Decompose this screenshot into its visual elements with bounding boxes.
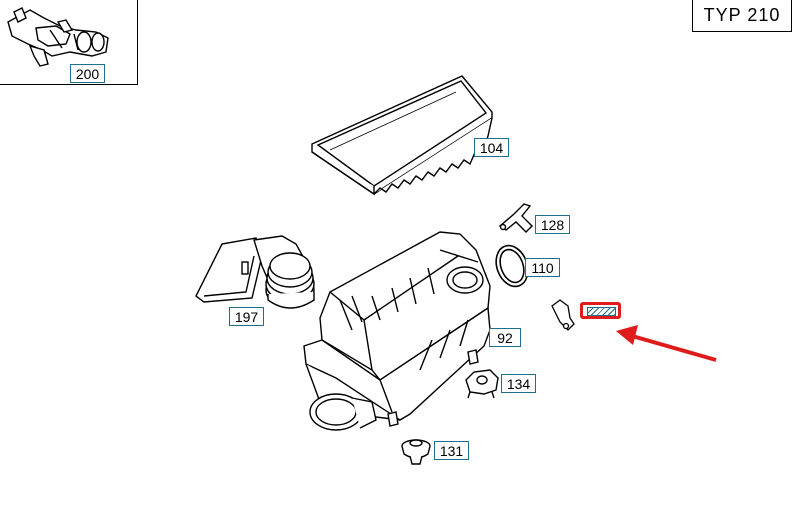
red-arrow [616, 325, 717, 362]
inset-frame [0, 0, 138, 85]
air-filter-element-drawing [311, 75, 493, 196]
clip-drawing [551, 299, 575, 331]
callout-128[interactable]: 128 [535, 215, 570, 234]
air-filter-housing-drawing [303, 231, 491, 431]
callout-110[interactable]: 110 [525, 258, 560, 277]
callout-92[interactable]: 92 [489, 328, 521, 347]
rubber-buffer-drawing [401, 439, 431, 465]
intake-duct-drawing [195, 235, 315, 309]
callout-197[interactable]: 197 [229, 307, 264, 326]
callout-104[interactable]: 104 [474, 138, 509, 157]
callout-200[interactable]: 200 [70, 64, 105, 83]
callout-131[interactable]: 131 [434, 441, 469, 460]
hatched-label [587, 307, 616, 316]
bracket-drawing [498, 203, 533, 233]
mount-drawing [465, 369, 499, 399]
highlighted-callout[interactable] [580, 302, 621, 319]
callout-134[interactable]: 134 [501, 374, 536, 393]
inset-200-drawing [7, 7, 109, 67]
type-label: TYP 210 [692, 0, 792, 32]
